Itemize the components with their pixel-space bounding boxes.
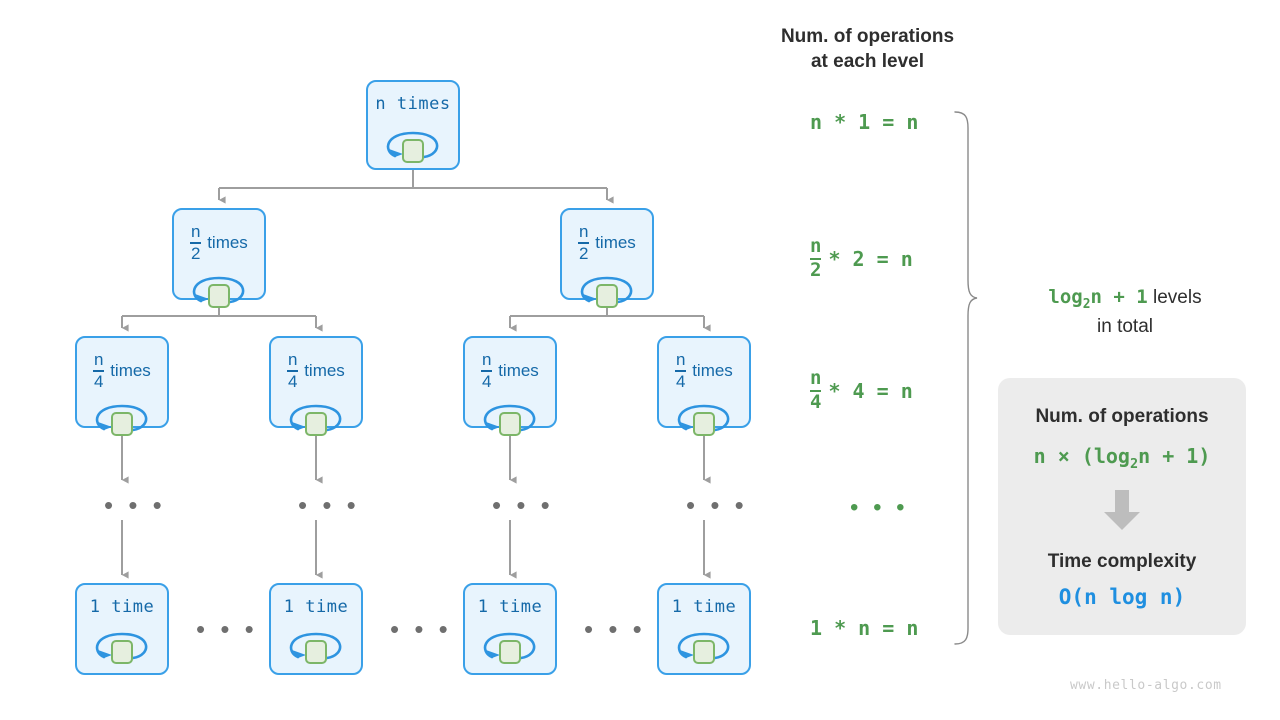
tree-node-label: n 4 times [287,350,345,391]
fraction-bar [190,241,202,244]
loop-body-square [208,284,230,308]
fraction: n 4 [481,350,493,391]
loop-body-square [693,640,715,664]
tree-node-label: n 2 times [190,222,248,263]
loop-body-square [111,412,133,436]
fraction: n 2 [190,222,202,263]
operations-row-text: * 4 = n [828,378,913,403]
fraction: n 4 [287,350,299,391]
loop-body-square [693,412,715,436]
loop-arrow-icon [183,266,255,308]
loop-body-square [596,284,618,308]
loop-arrow-icon [571,266,643,308]
leaf-gap-ellipsis: • • • [196,614,258,644]
tree-node-level2[interactable]: n 2 times [560,208,654,308]
loop-body-square [111,640,133,664]
tree-node-level1[interactable]: n times [366,80,460,170]
tree-node-leaf[interactable]: 1 time [75,583,169,675]
levels-expression: log2n + 1 [1048,286,1148,312]
fraction-bar [578,241,590,244]
loop-arrow-icon [377,121,449,165]
loop-arrow-icon [280,622,352,666]
tree-node-label: 1 time [477,597,543,617]
loop-body-square [305,640,327,664]
fraction: n 4 [675,350,687,391]
tree-node-label: n 2 times [578,222,636,263]
summary-card: Num. of operations n × (log2n + 1) Time … [998,378,1246,635]
tree-ellipsis: • • • [298,490,360,520]
tree-node-level3[interactable]: n 4 times [463,336,557,436]
tree-node-level3[interactable]: n 4 times [75,336,169,436]
fraction-bar [481,369,493,372]
loop-arrow-icon [86,394,158,436]
watermark: www.hello-algo.com [1070,678,1222,693]
tree-node-level2[interactable]: n 2 times [172,208,266,308]
loop-arrow-icon [474,622,546,666]
summary-operations-title: Num. of operations [1035,406,1209,427]
loop-arrow-icon [668,622,740,666]
tree-node-leaf[interactable]: 1 time [463,583,557,675]
levels-second-line: in total [1097,315,1153,337]
operations-row-level-2: n 2 * 2 = n [810,237,920,280]
loop-arrow-icon [280,394,352,436]
levels-suffix: levels [1153,287,1202,308]
tree-node-label: 1 time [283,597,349,617]
tree-node-leaf[interactable]: 1 time [657,583,751,675]
fraction-bar [675,369,687,372]
loop-body-square [305,412,327,436]
loop-arrow-icon [474,394,546,436]
log-subscript: 2 [1082,296,1091,312]
fraction: n 4 [93,350,105,391]
loop-arrow-icon [86,622,158,666]
operations-row-text: 1 * n = n [810,616,919,640]
operations-row-text: * 2 = n [828,246,913,271]
tree-ellipsis: • • • [686,490,748,520]
log-subscript: 2 [1129,456,1139,472]
tree-node-level3[interactable]: n 4 times [657,336,751,436]
fraction-bar [810,257,822,260]
loop-body-square [499,640,521,664]
tree-node-label: n times [375,94,451,114]
leaf-gap-ellipsis: • • • [584,614,646,644]
loop-body-square [499,412,521,436]
tree-node-label: 1 time [89,597,155,617]
tree-node-leaf[interactable]: 1 time [269,583,363,675]
operations-row-text: n * 1 = n [810,110,919,134]
operations-column-heading: Num. of operations at each level [780,26,955,73]
loop-arrow-icon [668,394,740,436]
leaf-gap-ellipsis: • • • [390,614,452,644]
operations-row-level-3: n 4 * 4 = n [810,369,920,412]
summary-complexity-title: Time complexity [1047,551,1197,572]
levels-brace [954,111,978,645]
fraction-bar [810,389,822,392]
tree-node-level3[interactable]: n 4 times [269,336,363,436]
operations-row-level-5: 1 * n = n [810,618,918,638]
tree-node-label: 1 time [671,597,737,617]
operations-row-ellipsis: • • • [850,494,909,521]
tree-node-label: n 4 times [93,350,151,391]
fraction: n 4 [810,367,822,413]
operations-row-level-1: n * 1 = n [810,112,918,132]
tree-node-label: n 4 times [481,350,539,391]
tree-node-label: n 4 times [675,350,733,391]
fraction: n 2 [810,235,822,281]
fraction-bar [93,369,105,372]
down-arrow-icon [1102,488,1142,537]
tree-ellipsis: • • • [104,490,166,520]
summary-complexity-value: O(n log n) [1058,585,1186,609]
loop-body-square [402,139,424,163]
levels-in-total-note: log2n + 1 levels in total [1000,284,1250,340]
summary-operations-expression: n × (log2n + 1) [1033,444,1211,472]
tree-ellipsis: • • • [492,490,554,520]
fraction-bar [287,369,299,372]
fraction: n 2 [578,222,590,263]
